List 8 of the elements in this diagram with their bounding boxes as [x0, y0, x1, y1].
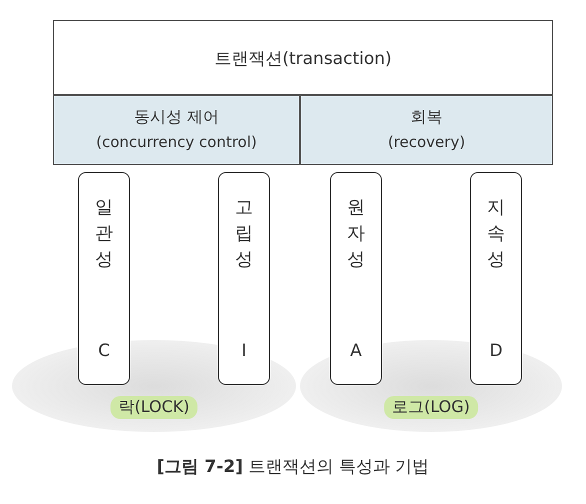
category-band: 동시성 제어 (concurrency control)	[53, 95, 300, 165]
figure-caption: [그림 7-2] 트랜잭션의 특성과 기법	[156, 456, 430, 478]
property-pillar: 지속성 D	[470, 172, 522, 385]
category-band: 회복 (recovery)	[300, 95, 553, 165]
property-pillar: 원자성 A	[330, 172, 382, 385]
property-pillar: 고립성 I	[218, 172, 270, 385]
title-box: 트랜잭션(transaction)	[53, 20, 553, 95]
property-pillar: 일관성 C	[78, 172, 130, 385]
